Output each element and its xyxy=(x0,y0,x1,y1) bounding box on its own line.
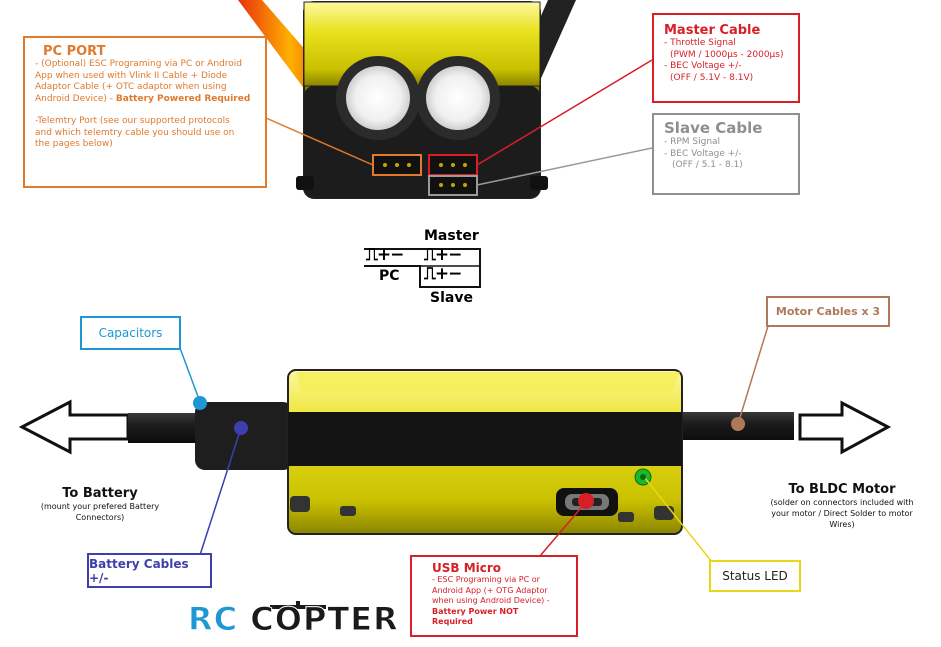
pinout-master-glyph: ⎍+− xyxy=(424,245,462,265)
slave-cable-title: Slave Cable xyxy=(664,119,763,137)
rc-copter-logo: RC COPTER xyxy=(187,600,399,639)
capacitors-label: Capacitors xyxy=(80,316,181,350)
top-esc xyxy=(238,0,576,199)
motor-cables-label: Motor Cables x 3 xyxy=(766,296,890,327)
status-led-label: Status LED xyxy=(709,560,801,592)
bottom-esc xyxy=(18,369,892,535)
battery-cables-leader xyxy=(199,427,242,556)
pinout-pc-label: PC xyxy=(379,268,400,284)
to-battery-label: To Battery (mount your prefered Battery … xyxy=(40,486,160,522)
slave-cable-callout: Slave Cable - RPM Signal - BEC Voltage +… xyxy=(652,113,800,195)
pc-port-callout: PC PORT - (Optional) ESC Programing via … xyxy=(23,36,267,188)
capacitors-leader xyxy=(179,347,201,403)
connector-pinout-symbol: Master ⎍+− ⎍+− PC ⎍+− Slave xyxy=(362,226,482,308)
battery-cables-dot xyxy=(234,421,248,435)
to-motor-label: To BLDC Motor (solder on connectors incl… xyxy=(770,482,914,529)
usb-leader xyxy=(539,501,587,557)
wiring-outline xyxy=(364,248,481,288)
usb-micro-title: USB Micro xyxy=(432,561,502,575)
motor-cables-leader xyxy=(737,325,769,425)
pinout-master-label: Master xyxy=(424,228,479,244)
left-arrow xyxy=(18,399,130,455)
pc-port-leader xyxy=(265,117,374,166)
usb-micro-callout: USB Micro - ESC Programing via PC or And… xyxy=(410,555,578,637)
pinout-pc-glyph: ⎍+− xyxy=(366,245,404,265)
pinout-slave-label: Slave xyxy=(430,290,473,306)
pinout-slave-glyph: ⎍+− xyxy=(424,264,462,284)
pc-port-title: PC PORT xyxy=(43,44,106,59)
usb-dot xyxy=(578,493,594,509)
slave-leader xyxy=(476,147,653,186)
capacitor-bundle xyxy=(195,402,293,470)
status-led-leader xyxy=(644,477,713,563)
right-arrow xyxy=(798,400,892,455)
master-cable-callout: Master Cable - Throttle Signal (PWM / 10… xyxy=(652,13,800,103)
master-cable-title: Master Cable xyxy=(664,23,761,38)
battery-cables-label: Battery Cables +/- xyxy=(87,553,212,588)
helicopter-icon xyxy=(270,601,326,609)
black-band xyxy=(288,412,682,466)
master-leader xyxy=(476,59,653,166)
capacitors-dot xyxy=(193,396,207,410)
motor-cables-dot xyxy=(731,417,745,431)
